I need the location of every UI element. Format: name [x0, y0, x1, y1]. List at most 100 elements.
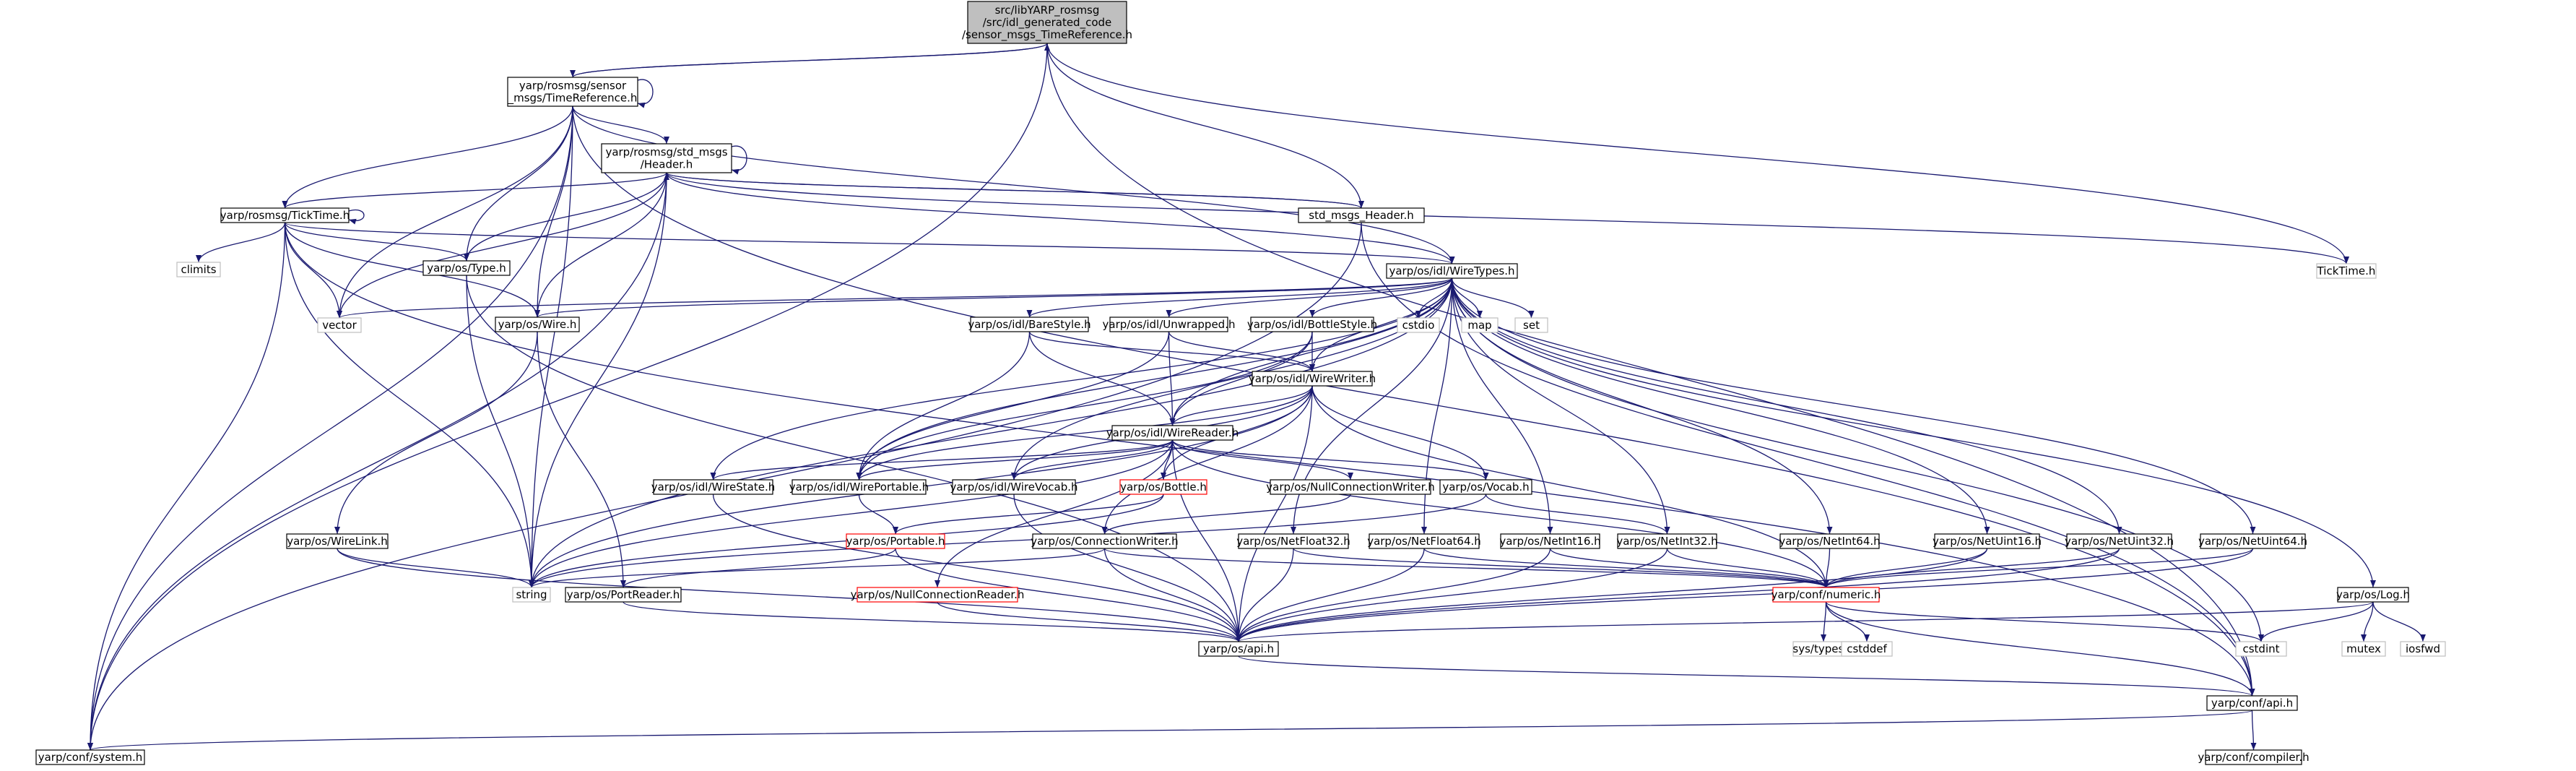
node-bottlestyle[interactable]: yarp/os/idl/BottleStyle.h [1247, 316, 1377, 332]
edge-netfloat32-to-osapi [1236, 548, 1294, 642]
edge-wirereader-to-numeric [1171, 439, 1829, 588]
edge-root-to-stdmsgsheader [1046, 43, 1364, 209]
edge-stdheader-to-wire [534, 172, 667, 318]
node-wirereader[interactable]: yarp/os/idl/WireReader.h [1106, 425, 1239, 441]
node-map: map [1461, 317, 1499, 333]
node-box-portable [846, 533, 945, 549]
node-label-wire: yarp/os/Wire.h [498, 318, 577, 331]
node-portreader[interactable]: yarp/os/PortReader.h [565, 587, 682, 603]
edge-timeref-to-wiretypes [572, 105, 1455, 264]
edge-log-to-osapi [1236, 601, 2374, 642]
node-log[interactable]: yarp/os/Log.h [2336, 587, 2410, 603]
node-type[interactable]: yarp/os/Type.h [422, 260, 511, 276]
node-label-nullconnreader: yarp/os/NullConnectionReader.h [851, 588, 1025, 601]
node-wireportable[interactable]: yarp/os/idl/WirePortable.h [789, 479, 929, 495]
node-netint64[interactable]: yarp/os/NetInt64.h [1779, 533, 1881, 549]
node-box-wirestate [653, 479, 773, 495]
node-stdmsgsheader[interactable]: std_msgs_Header.h [1298, 207, 1425, 223]
edge-wire-to-wirelink [334, 331, 538, 535]
edge-stdheader-to-string [529, 172, 667, 588]
node-bottle[interactable]: yarp/os/Bottle.h [1119, 479, 1207, 495]
edge-netfloat32-to-numeric [1293, 548, 1829, 588]
node-system[interactable]: yarp/conf/system.h [35, 749, 145, 765]
node-box-bottlestyle [1250, 316, 1374, 332]
edge-connwriter-to-numeric [1103, 548, 1829, 588]
edge-ticktime-to-system [87, 222, 286, 751]
node-box-wirewriter [1252, 371, 1373, 387]
edge-log-to-mutex [2361, 601, 2374, 642]
edge-timeref-to-timeref [637, 79, 654, 108]
edge-wirereader-to-vocab [1171, 439, 1489, 481]
edge-ticktime-to-wiretypes [284, 222, 1454, 264]
node-label-netuint32: yarp/os/NetUint32.h [2065, 535, 2174, 548]
node-box-netint32 [1617, 533, 1717, 549]
node-stdheader[interactable]: yarp/rosmsg/std_msgs/Header.h [601, 143, 732, 173]
node-systypes: sys/types.h [1792, 641, 1855, 657]
node-box-ticktime [220, 207, 350, 223]
node-label-unwrapped: yarp/os/idl/Unwrapped.h [1103, 318, 1236, 331]
node-ticktime[interactable]: yarp/rosmsg/TickTime.h [220, 207, 350, 223]
edge-barestyle-to-wireportable [856, 331, 1031, 481]
node-root[interactable]: src/libYARP_rosmsg/src/idl_generated_cod… [962, 1, 1132, 44]
node-unwrapped[interactable]: yarp/os/idl/Unwrapped.h [1103, 316, 1236, 332]
node-netint16[interactable]: yarp/os/NetInt16.h [1499, 533, 1601, 549]
node-netuint64[interactable]: yarp/os/NetUint64.h [2198, 533, 2307, 549]
node-wirewriter[interactable]: yarp/os/idl/WireWriter.h [1249, 371, 1376, 387]
edge-wirereader-to-wirevocab [1011, 439, 1174, 481]
edge-wiretypes-to-vector [337, 277, 1453, 319]
edge-unwrapped-to-wirereader [1168, 331, 1176, 426]
node-box-string [512, 587, 551, 603]
node-label-systypes: sys/types.h [1792, 642, 1854, 655]
node-portable[interactable]: yarp/os/Portable.h [846, 533, 945, 549]
node-label-wirereader: yarp/os/idl/WireReader.h [1106, 426, 1239, 439]
node-barestyle[interactable]: yarp/os/idl/BareStyle.h [968, 316, 1091, 332]
node-box-netuint16 [1934, 533, 2040, 549]
node-netint32[interactable]: yarp/os/NetInt32.h [1616, 533, 1718, 549]
node-netfloat64[interactable]: yarp/os/NetFloat64.h [1367, 533, 1481, 549]
node-box-netfloat64 [1369, 533, 1480, 549]
node-netuint32[interactable]: yarp/os/NetUint32.h [2065, 533, 2174, 549]
node-netfloat32[interactable]: yarp/os/NetFloat32.h [1236, 533, 1350, 549]
edge-wiretypes-to-netuint32 [1451, 277, 2122, 535]
node-label-netfloat32: yarp/os/NetFloat32.h [1236, 535, 1350, 548]
node-label-barestyle: yarp/os/idl/BareStyle.h [968, 318, 1090, 331]
node-compiler[interactable]: yarp/conf/compiler.h [2198, 749, 2310, 765]
node-label-wirewriter: yarp/os/idl/WireWriter.h [1249, 372, 1376, 385]
node-connwriter[interactable]: yarp/os/ConnectionWriter.h [1031, 533, 1179, 549]
edge-netfloat64-to-osapi [1236, 548, 1425, 642]
node-wirelink[interactable]: yarp/os/WireLink.h [286, 533, 389, 549]
edge-wiretypes-to-string [529, 277, 1453, 588]
edge-vocab-to-netint32 [1485, 494, 1670, 535]
node-box-stdmsgsheader [1298, 207, 1425, 223]
edge-barestyle-to-wirereader [1028, 331, 1176, 426]
edge-layer [87, 43, 2426, 751]
node-wirestate[interactable]: yarp/os/idl/WireState.h [651, 479, 775, 495]
node-netuint16[interactable]: yarp/os/NetUint16.h [1933, 533, 2042, 549]
node-cstdio: cstdio [1397, 317, 1440, 333]
node-osapi[interactable]: yarp/os/api.h [1198, 641, 1279, 657]
node-box-barestyle [970, 316, 1089, 332]
node-box-mutex [2341, 641, 2386, 657]
node-wirevocab[interactable]: yarp/os/idl/WireVocab.h [950, 479, 1078, 495]
node-confapi[interactable]: yarp/conf/api.h [2206, 695, 2298, 711]
node-box-cstdio [1397, 317, 1440, 333]
node-numeric[interactable]: yarp/conf/numeric.h [1771, 587, 1881, 603]
edge-connwriter-to-string [529, 548, 1106, 588]
node-nullconnwriter[interactable]: yarp/os/NullConnectionWriter.h [1266, 479, 1435, 495]
node-label-cstdint: cstdint [2242, 642, 2279, 655]
edge-root-to-confapi [1046, 43, 2255, 697]
node-wiretypes[interactable]: yarp/os/idl/WireTypes.h [1386, 263, 1518, 279]
node-label-cstdio: cstdio [1402, 319, 1435, 332]
node-vocab[interactable]: yarp/os/Vocab.h [1439, 479, 1532, 495]
node-box-netuint32 [2066, 533, 2172, 549]
edge-timeref-to-type [464, 105, 573, 262]
node-wire[interactable]: yarp/os/Wire.h [495, 316, 580, 332]
node-timeref[interactable]: yarp/rosmsg/sensor_msgs/TimeReference.h [507, 77, 638, 107]
node-cstddef: cstddef [1841, 641, 1893, 657]
node-box-set [1514, 317, 1548, 333]
node-nullconnreader[interactable]: yarp/os/NullConnectionReader.h [851, 587, 1025, 603]
node-box-stdheader [601, 143, 732, 173]
node-box-netuint64 [2200, 533, 2306, 549]
node-box-wirereader [1111, 425, 1233, 441]
